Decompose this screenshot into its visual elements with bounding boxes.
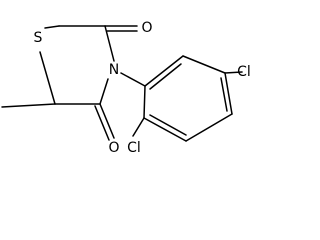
bond-chme-s [39, 51, 56, 105]
atom-label-nitrogen: N [109, 62, 119, 78]
bond-c-carbonyl-top-n [104, 25, 115, 62]
bond-ring-cl-right [224, 71, 243, 74]
carbonyl-top [104, 25, 138, 32]
thiomorpholine-dione-ring [39, 25, 115, 105]
bond-ring-cl-bottom [132, 117, 145, 137]
atom-label-oxygen-top: O [141, 20, 152, 36]
atom-label-chlorine-right: Cl [237, 64, 251, 80]
bond-n-aryl [120, 72, 146, 87]
atom-label-oxygen-bottom: O [108, 140, 119, 156]
bond-s-ch2 [44, 25, 60, 29]
bond-n-c-carbonyl-bottom [99, 78, 109, 105]
atom-label-sulfur: S [34, 30, 43, 46]
bond-methyl [1, 103, 56, 108]
atom-label-chlorine-bottom: Cl [127, 140, 141, 156]
carbonyl-bottom [94, 103, 115, 141]
dichlorophenyl-ring [143, 55, 233, 142]
chemical-structure: S O O N Cl Cl [1, 20, 251, 156]
